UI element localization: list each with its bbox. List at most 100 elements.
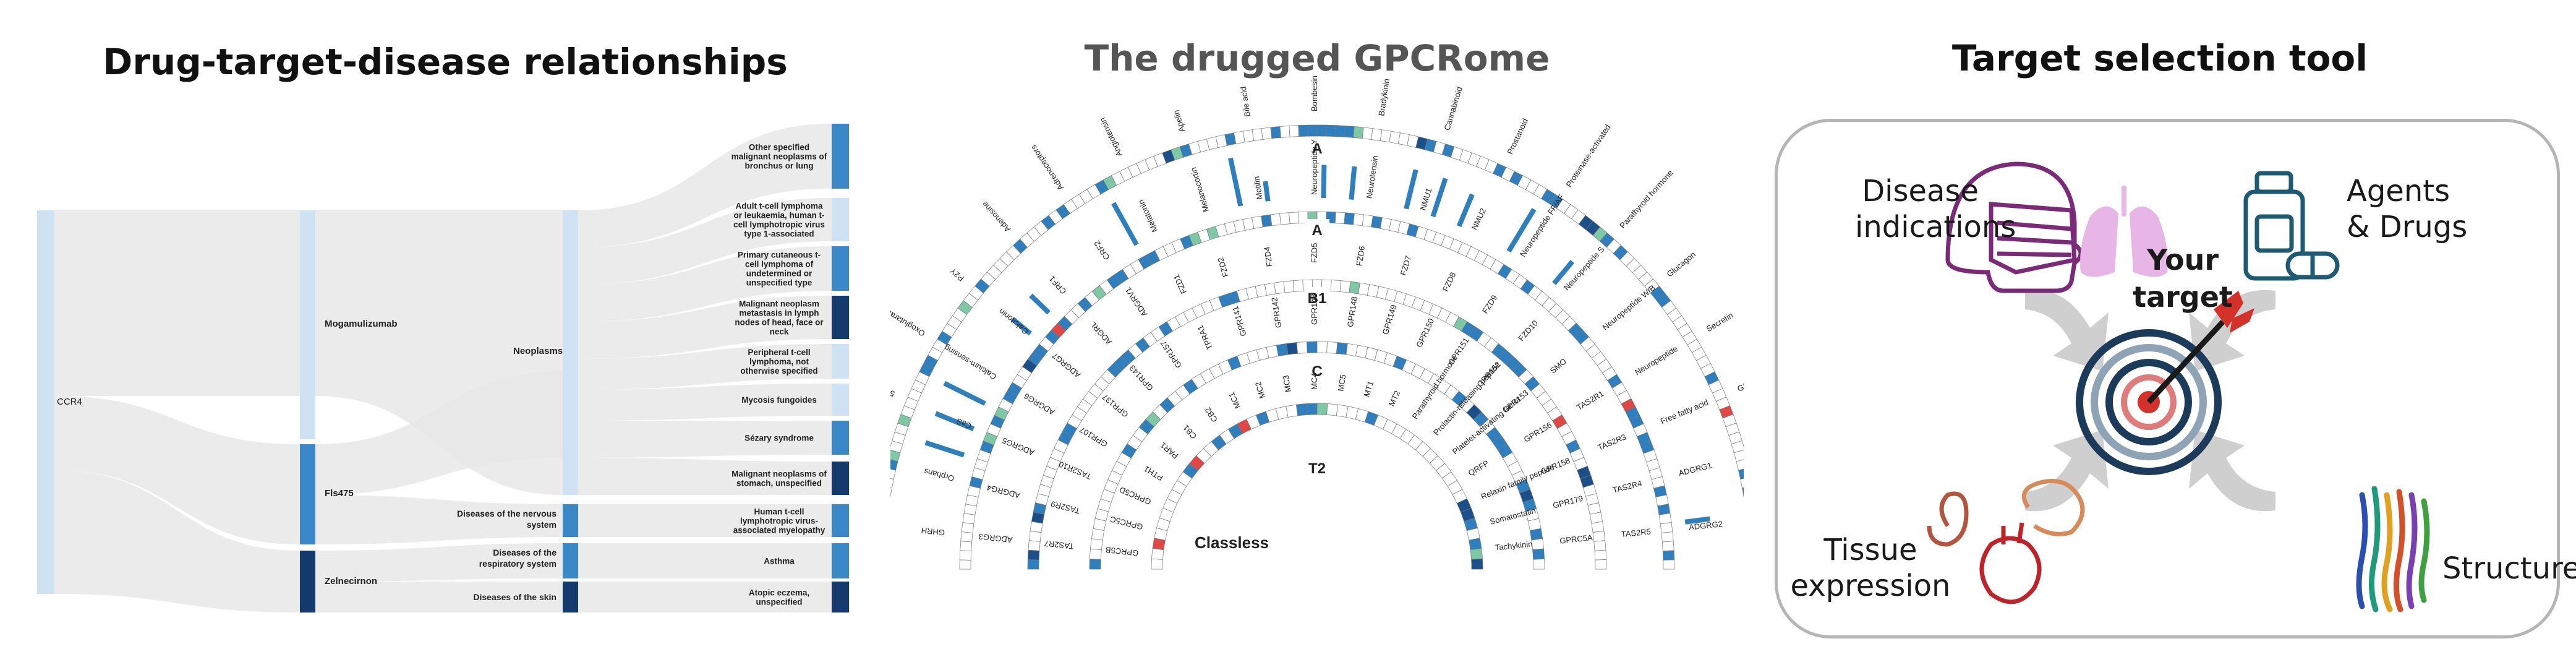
class-label-4: T2 [1308,460,1326,477]
receptor-label-66: GPR107 [1078,425,1109,449]
class-label-classless: Classless [1195,533,1269,552]
label-disease-2-0: Primary cutaneous t- [738,251,821,260]
receptor-label-54: FZD7 [1399,255,1414,277]
receptor-label-72: GPR142 [1269,296,1283,329]
radial-bar-23 [1404,169,1418,210]
receptor-label-82: GPR179 [1552,494,1584,510]
class-label-1: A [1311,222,1322,239]
label-disease-2-2: undetermined or [746,269,812,278]
receptor-label-38: Neuropeptide [1633,344,1679,377]
label-nervous-1: Diseases of the nervous [457,509,557,518]
receptor-label-31: Neuropeptide Y [1310,139,1319,195]
receptor-label-52: FZD5 [1310,243,1319,264]
sankey-nodes [37,124,849,612]
target-tool-panel-title: Target selection tool [1951,37,2368,79]
ring-b1-cell-1 [1027,549,1040,561]
class-label-bg-1 [1305,219,1329,240]
label-disease-8-0: Human t-cell [754,507,804,517]
lungs-icon [2080,186,2168,277]
label-disease-3-1: metastasis in lymph [739,309,819,318]
node-disease-10 [832,582,849,612]
ring-b1-cell-50 [1339,280,1351,293]
label-disease-4-2: otherwise specified [740,366,817,376]
receptor-label-89: CB1 [1181,423,1198,441]
ring-t2-cell-0 [1151,558,1163,570]
ring-b1-cell-93 [1594,549,1607,561]
ring-a-inner-cell-117 [1661,541,1674,552]
target-icon [2076,291,2254,475]
ring-a-outer-cell-72 [1289,125,1300,137]
receptor-label-21: GHRH [921,526,945,538]
radial-bar-8 [1010,317,1032,336]
receptor-label-13: Prostanoid [1505,117,1530,156]
ring-c-cell-0 [1089,559,1101,570]
sankey-flows [54,124,832,612]
node-mogamulizumab [300,210,315,439]
ring-a-inner-cell-118 [1662,550,1675,561]
ring-a-outer-cell-69 [1261,127,1273,140]
receptor-label-104: Tachykinin [1495,539,1533,552]
node-disease-3 [832,296,849,339]
receptor-label-58: SMO [1548,356,1568,375]
radial-bar-27 [1506,208,1537,253]
receptor-label-87: PTH1 [1142,464,1164,483]
label-disease-0-0: Other specified [749,143,809,152]
masked-head-icon [1945,161,2083,293]
ring-a-inner-cell-62 [1334,212,1346,225]
receptor-label-29: Melanocortin [1188,166,1211,213]
ring-b1-cell-43 [1274,281,1286,294]
agents-drugs-label: Agents& Drugs [2347,174,2468,244]
receptor-label-27: CRF2 [1092,239,1111,262]
label-disease-3-0: Malignant neoplasm [739,299,819,309]
class-label-bg-0 [1305,137,1329,158]
receptor-label-43: ADGRG4 [986,483,1021,500]
receptor-label-50: FZD2 [1216,256,1230,278]
receptor-label-6: Adrenoceptors [1028,143,1065,192]
ring-c-cell-68 [1532,548,1545,560]
ring-a-outer-cell-70 [1270,126,1281,139]
receptor-label-9: Bile acid [1239,86,1252,118]
ring-b1-cell-2 [1028,540,1041,551]
ring-c-cell-69 [1533,559,1545,570]
receptor-label-23: CaS [955,416,973,431]
node-disease-8 [832,504,849,537]
ring-a-outer-cell-141 [1742,488,1744,497]
medicine-bottle-icon [2243,171,2340,281]
label-respiratory-1: Diseases of the [493,548,557,557]
receptor-label-75: GPR149 [1381,304,1399,336]
label-disease-4-1: lymphoma, not [749,357,809,366]
ring-b1-cell-49 [1330,280,1342,292]
ring-t2-cell-24 [1306,403,1318,415]
receptor-label-24: Calcium-sensing [942,343,998,382]
receptor-label-93: MC3 [1281,375,1293,393]
node-fls475 [300,444,315,544]
arrow-bottom-right-icon [2189,430,2275,512]
receptor-label-59: TAS2R1 [1575,389,1605,412]
flow-to-disease-2 [578,246,832,322]
receptor-label-68: GPR143 [1127,363,1155,392]
ring-a-inner-cell-1 [959,550,972,561]
receptor-label-48: ADGRV1 [1124,286,1149,319]
ring-a-inner-cell-56 [1279,212,1290,225]
receptor-label-22: Orphans [923,466,955,483]
receptor-label-8: Apelin [1171,109,1187,133]
receptor-label-70: TPRA1 [1195,324,1214,351]
receptor-label-76: GPR150 [1414,317,1436,349]
label-respiratory-2: respiratory system [479,559,557,569]
label-disease-8-1: lymphotropic virus- [740,517,818,526]
flow-to-disease-9 [578,543,832,578]
ring-a-inner-cell-0 [959,559,971,570]
receptor-label-18: GLP-1 [1736,376,1744,393]
ring-a-outer-cell-140 [1740,478,1744,489]
receptor-label-67: GPR137 [1101,392,1130,419]
receptor-label-69: GPR157 [1159,339,1184,370]
receptor-label-2: 5-HT [890,383,896,398]
receptor-label-95: MC5 [1336,374,1347,392]
label-disease-1-0: Adult t-cell lymphoma [735,202,823,211]
radial-bar-39 [1684,516,1710,525]
receptor-label-16: Glucagon [1665,250,1697,279]
flow-to-disease-5 [578,384,832,421]
flow-to-disease-0 [578,124,832,247]
